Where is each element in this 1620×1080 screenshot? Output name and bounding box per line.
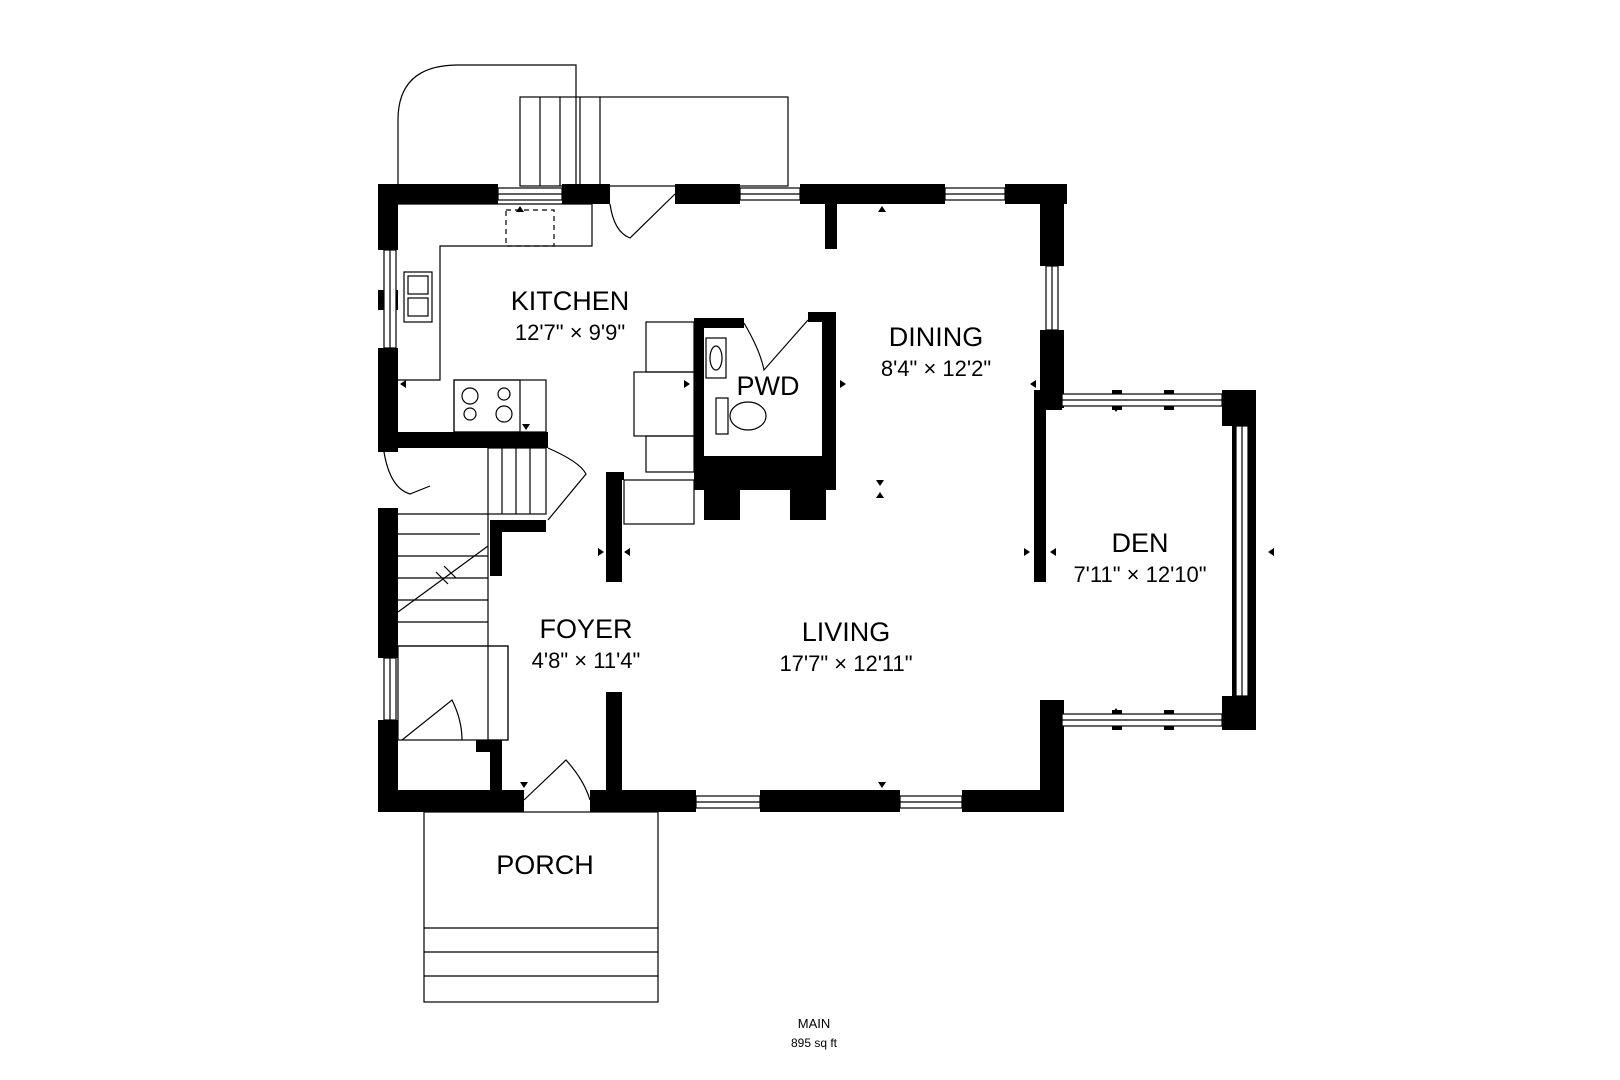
pwd-fixtures [705,337,767,435]
den-dims: 7'11" × 12'10" [1073,562,1206,587]
foyer-name: FOYER [539,614,632,644]
markers [400,206,1274,788]
doors [383,193,809,801]
dining-dims: 8'4" × 12'2" [881,356,991,381]
porch-structure [423,811,659,1003]
windows [383,187,1249,809]
den-name: DEN [1111,528,1168,558]
floor-area: 895 sq ft [791,1036,838,1050]
pwd-name: PWD [737,371,800,401]
kitchen-name: KITCHEN [511,286,630,316]
stairs [397,447,547,741]
floor-name: MAIN [798,1016,831,1031]
dining-name: DINING [889,322,984,352]
foyer-dims: 4'8" × 11'4" [532,648,641,673]
living-name: LIVING [802,617,891,647]
porch-name: PORCH [496,850,594,880]
kitchen-dims: 12'7" × 9'9" [515,320,625,345]
back-deck [397,64,789,187]
kitchen-fixtures [398,203,695,525]
living-dims: 17'7" × 12'11" [779,651,912,676]
